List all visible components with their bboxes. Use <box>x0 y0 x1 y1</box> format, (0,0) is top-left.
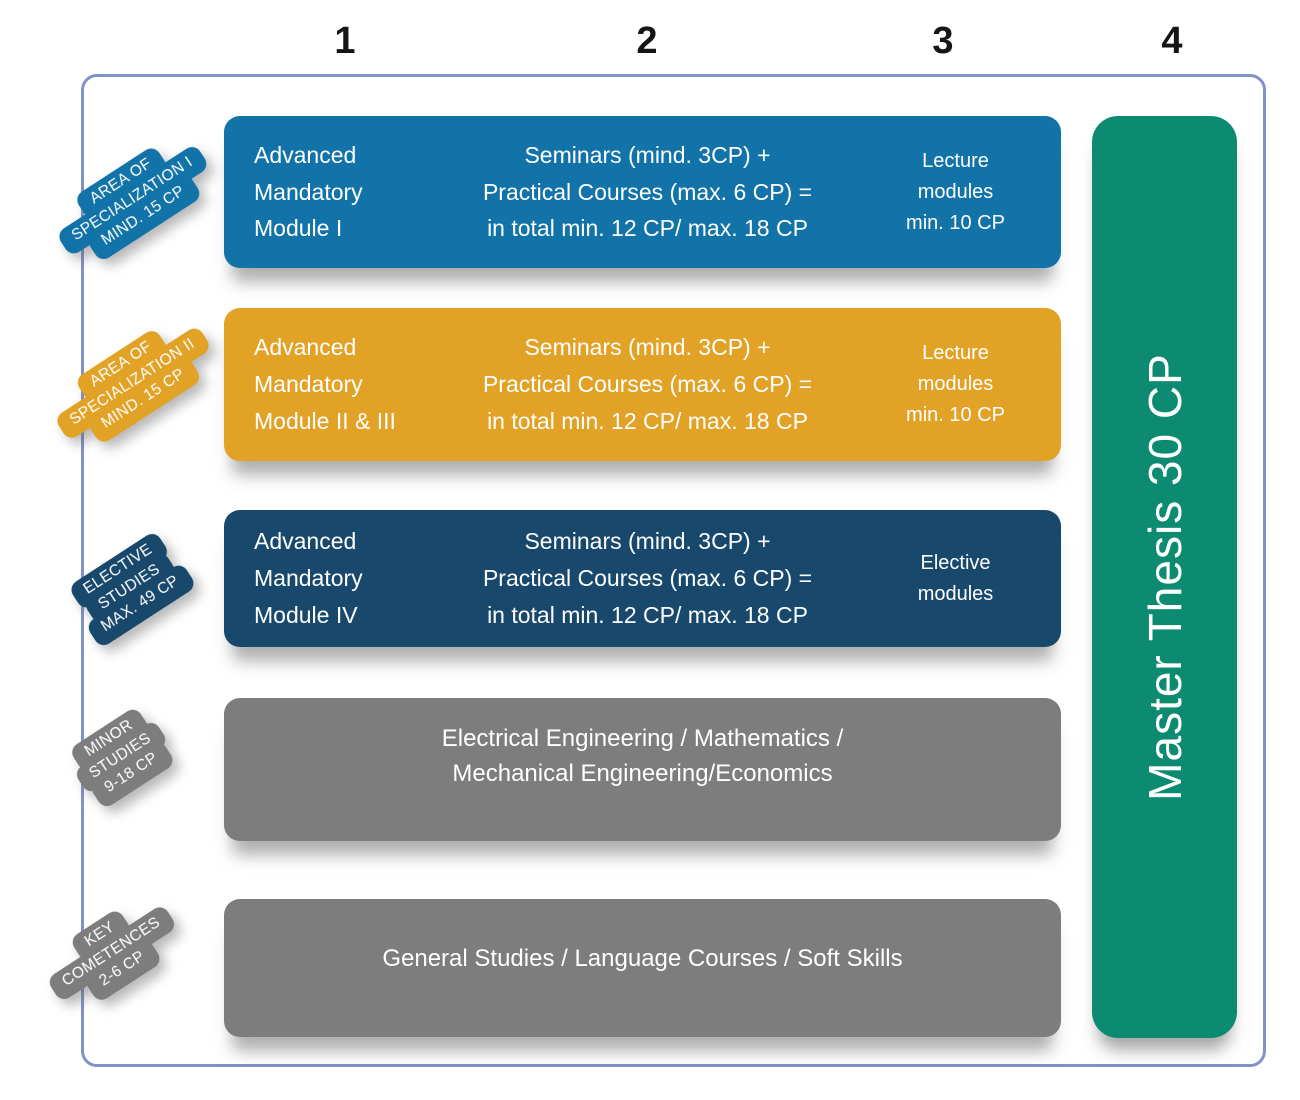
master-thesis-label: Master Thesis 30 CP <box>1138 353 1191 801</box>
master-thesis-box: Master Thesis 30 CP <box>1092 116 1237 1038</box>
column-number-3: 3 <box>932 20 954 62</box>
module-title: Advanced Mandatory Module IV <box>254 528 363 628</box>
module-title: Advanced Mandatory Module I <box>254 141 363 242</box>
module-elective-text: Elective modules <box>917 551 994 605</box>
minor-studies-text: Electrical Engineering / Mathematics / M… <box>441 724 844 787</box>
minor-studies-box: Electrical Engineering / Mathematics / M… <box>224 698 1061 841</box>
module-seminars-text: Seminars (mind. 3CP) + Practical Courses… <box>482 141 813 242</box>
key-competences-text: General Studies / Language Courses / Sof… <box>382 944 903 972</box>
column-number-4: 4 <box>1161 20 1183 62</box>
column-number-1: 1 <box>334 20 356 62</box>
module-row-elective: Advanced Mandatory Module IV Seminars (m… <box>224 510 1061 647</box>
module-lecture-text: Lecture modules min. 10 CP <box>906 342 1005 426</box>
module-row-area-2: Advanced Mandatory Module II & III Semin… <box>224 308 1061 461</box>
module-lecture-text: Lecture modules min. 10 CP <box>906 149 1005 234</box>
module-row-area-1: Advanced Mandatory Module I Seminars (mi… <box>224 116 1061 268</box>
module-seminars-text: Seminars (mind. 3CP) + Practical Courses… <box>482 528 813 628</box>
key-competences-box: General Studies / Language Courses / Sof… <box>224 899 1061 1037</box>
column-number-2: 2 <box>636 20 658 62</box>
module-seminars-text: Seminars (mind. 3CP) + Practical Courses… <box>482 334 813 434</box>
module-title: Advanced Mandatory Module II & III <box>254 334 396 434</box>
